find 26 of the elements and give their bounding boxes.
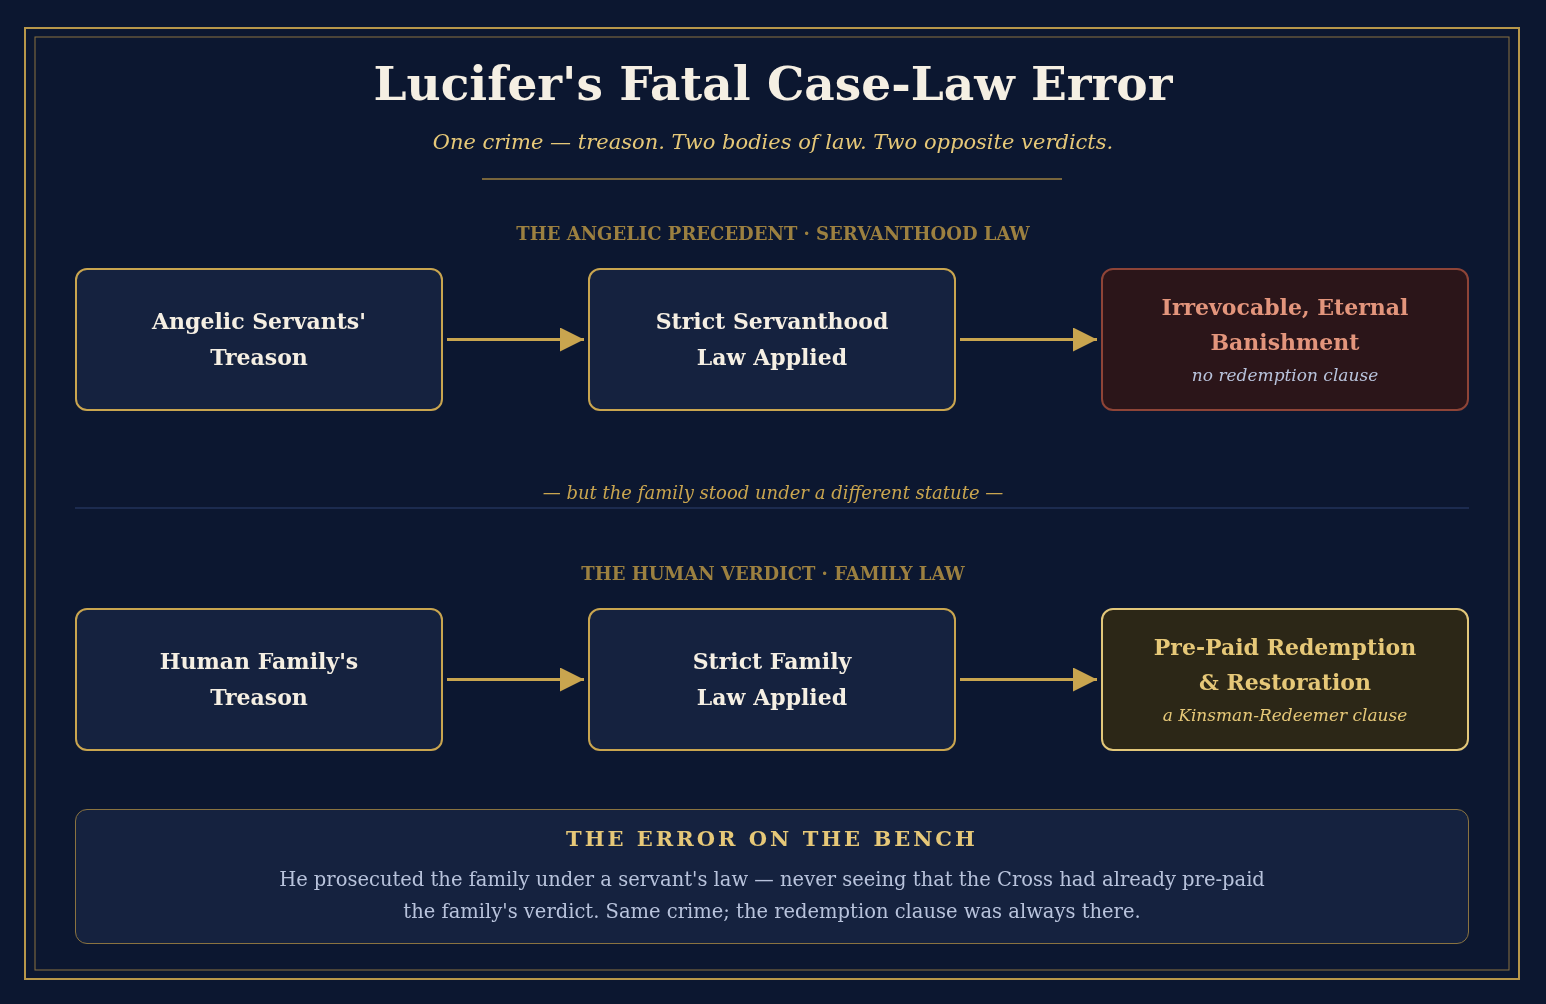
section-heading: THE ANGELIC PRECEDENT · SERVANTHOOD LAW	[516, 223, 1030, 245]
page-subtitle: One crime — treason. Two bodies of law. Two opposite verdicts.	[432, 130, 1114, 156]
outcome-box	[1101, 608, 1469, 751]
box-title: Strict Family Law Applied	[691, 647, 853, 712]
process-box	[588, 268, 956, 411]
note-panel	[75, 809, 1469, 944]
process-box	[75, 608, 443, 751]
arrow	[447, 667, 584, 692]
section-heading: THE HUMAN VERDICT · FAMILY LAW	[581, 563, 965, 585]
box-title: Pre-Paid Redemption & Restoration	[1152, 632, 1418, 697]
box-title: Angelic Servants' Treason	[150, 307, 367, 372]
page-title: Lucifer's Fatal Case-Law Error	[373, 55, 1173, 113]
process-box	[588, 608, 956, 751]
arrow	[447, 327, 584, 352]
panel-text: He prosecuted the family under a servant's law — never seeing that the Cross had already pre-paid the family's verdict. Same crime; the redemption clause was always there.	[278, 866, 1266, 926]
box-title: Strict Servanthood Law Applied	[654, 307, 890, 372]
outcome-box	[1101, 268, 1469, 411]
panel-heading: THE ERROR ON THE BENCH	[566, 824, 978, 852]
box-note: no redemption clause	[1191, 364, 1379, 388]
box-title: Irrevocable, Eternal Banishment	[1160, 292, 1410, 357]
arrow	[960, 327, 1097, 352]
process-box	[75, 268, 443, 411]
transition-note: — but the family stood under a different statute —	[542, 482, 1004, 504]
arrow	[960, 667, 1097, 692]
box-note: a Kinsman-Redeemer clause	[1162, 704, 1408, 728]
box-title: Human Family's Treason	[158, 647, 360, 712]
